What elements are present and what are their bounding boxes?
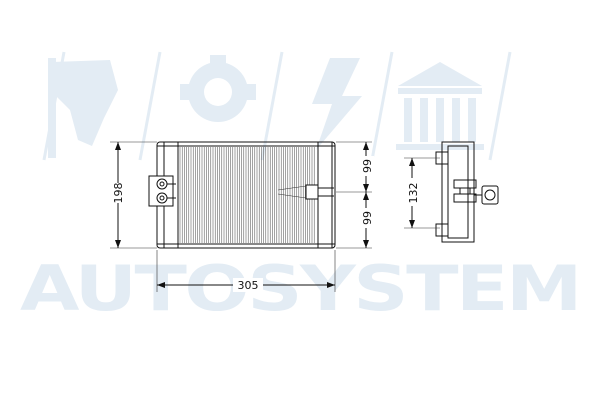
watermark-logo-shapes — [48, 55, 484, 158]
watermark-text: AUTOSYSTEM — [20, 252, 580, 325]
dimension-tube-offsets: 99 99 — [336, 141, 374, 249]
front-view — [148, 141, 336, 249]
dimension-height: 198 — [110, 141, 157, 249]
watermark: AUTOSYSTEM — [20, 51, 582, 325]
dimension-upper-offset-label: 99 — [361, 159, 374, 173]
pipe-fittings — [148, 175, 176, 207]
dimension-lower-offset-label: 99 — [361, 211, 374, 225]
side-body — [441, 141, 475, 243]
core-fins — [179, 147, 315, 243]
dimension-width-label: 305 — [238, 279, 259, 292]
side-view — [435, 141, 499, 243]
dimension-height-label: 198 — [112, 183, 125, 204]
center-bracket — [277, 184, 334, 200]
dimension-side-height-label: 132 — [407, 183, 420, 204]
dimension-side-height: 132 — [404, 157, 440, 229]
right-tank — [317, 141, 333, 249]
dimension-width: 305 — [156, 250, 336, 292]
